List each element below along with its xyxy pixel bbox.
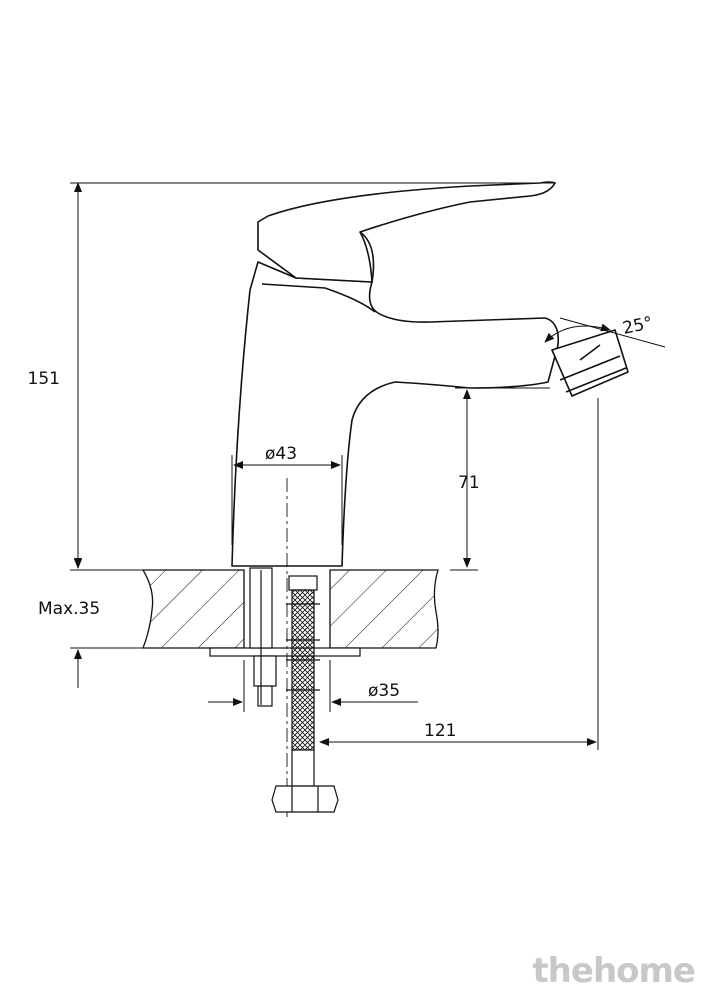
dim-body-diameter: ø43 — [265, 444, 297, 464]
mounting-plate — [209, 647, 361, 657]
dim-height-total: 151 — [28, 369, 60, 389]
faucet-body — [231, 181, 629, 567]
countertop — [141, 569, 439, 649]
dim-base-diameter: ø35 — [368, 681, 400, 701]
dim-reach: 121 — [424, 721, 456, 741]
dim-spout-height: 71 — [458, 473, 480, 493]
dim-aerator-angle: 25° — [621, 313, 655, 339]
mounting-stud — [249, 567, 277, 707]
dim-max-thickness: Max.35 — [38, 599, 100, 619]
watermark-logo: thehome — [532, 951, 695, 991]
flex-hose — [271, 575, 339, 813]
dimension-lines — [70, 182, 666, 750]
